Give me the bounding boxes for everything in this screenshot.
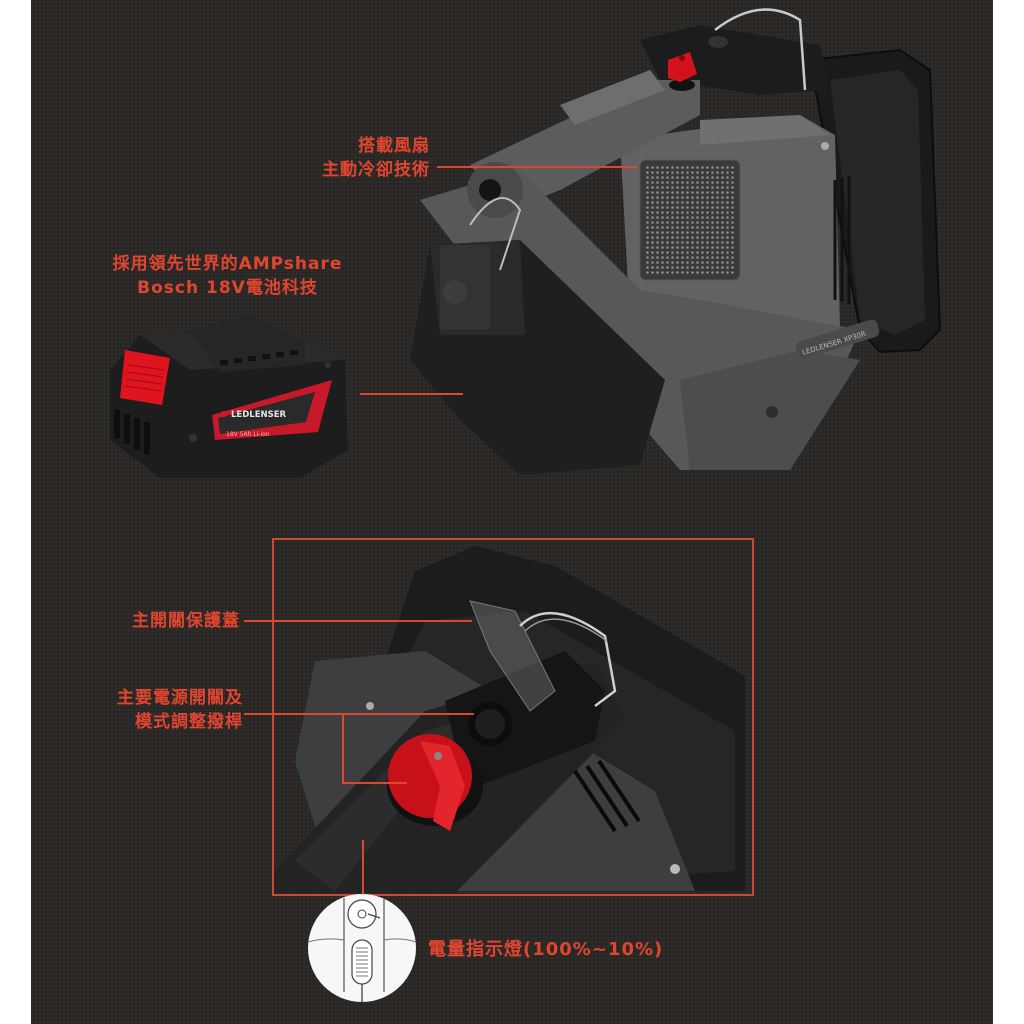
battery-pack-illustration: LEDLENSER 18V 5Ah Li-ion (110, 315, 348, 478)
detail-zoom-frame (272, 538, 754, 896)
callout-battery-tech: 採用領先世界的AMPshare Bosch 18V電池科技 (90, 252, 365, 300)
worklight-device-illustration: LEDLENSER XP30R (410, 8, 942, 475)
callout-indicator-leader-line (362, 840, 364, 896)
callout-battery-line1: 採用領先世界的AMPshare (112, 254, 343, 274)
callout-main-switch-bracket-bottom (342, 782, 407, 784)
callout-switch-cover: 主開關保護蓋 (132, 611, 240, 631)
callout-battery-leader-line (360, 393, 463, 395)
callout-main-switch-line1: 主要電源開關及 (117, 688, 243, 708)
callout-main-switch-line2: 模式調整撥桿 (135, 712, 243, 732)
callout-fan-line1: 搭載風扇 (358, 136, 430, 156)
callout-main-switch-leader-line (244, 713, 474, 715)
callout-main-switch-bracket-vertical (342, 713, 344, 783)
callout-battery-line2: Bosch 18V電池科技 (137, 278, 318, 298)
callout-fan-cooling: 搭載風扇 主動冷卻技術 (290, 134, 430, 182)
battery-spec-text: 18V 5Ah Li-ion (226, 431, 270, 438)
callout-switch-cover-leader-line (244, 620, 472, 622)
callout-fan-line2: 主動冷卻技術 (322, 160, 430, 180)
callout-battery-indicator: 電量指示燈(100%~10%) (428, 939, 664, 960)
callout-main-switch: 主要電源開關及 模式調整撥桿 (80, 686, 243, 734)
callout-fan-leader-line (437, 166, 637, 168)
switch-detail-illustration (275, 546, 745, 893)
battery-indicator-inset (307, 894, 417, 1002)
battery-brand-text: LEDLENSER (231, 410, 287, 420)
